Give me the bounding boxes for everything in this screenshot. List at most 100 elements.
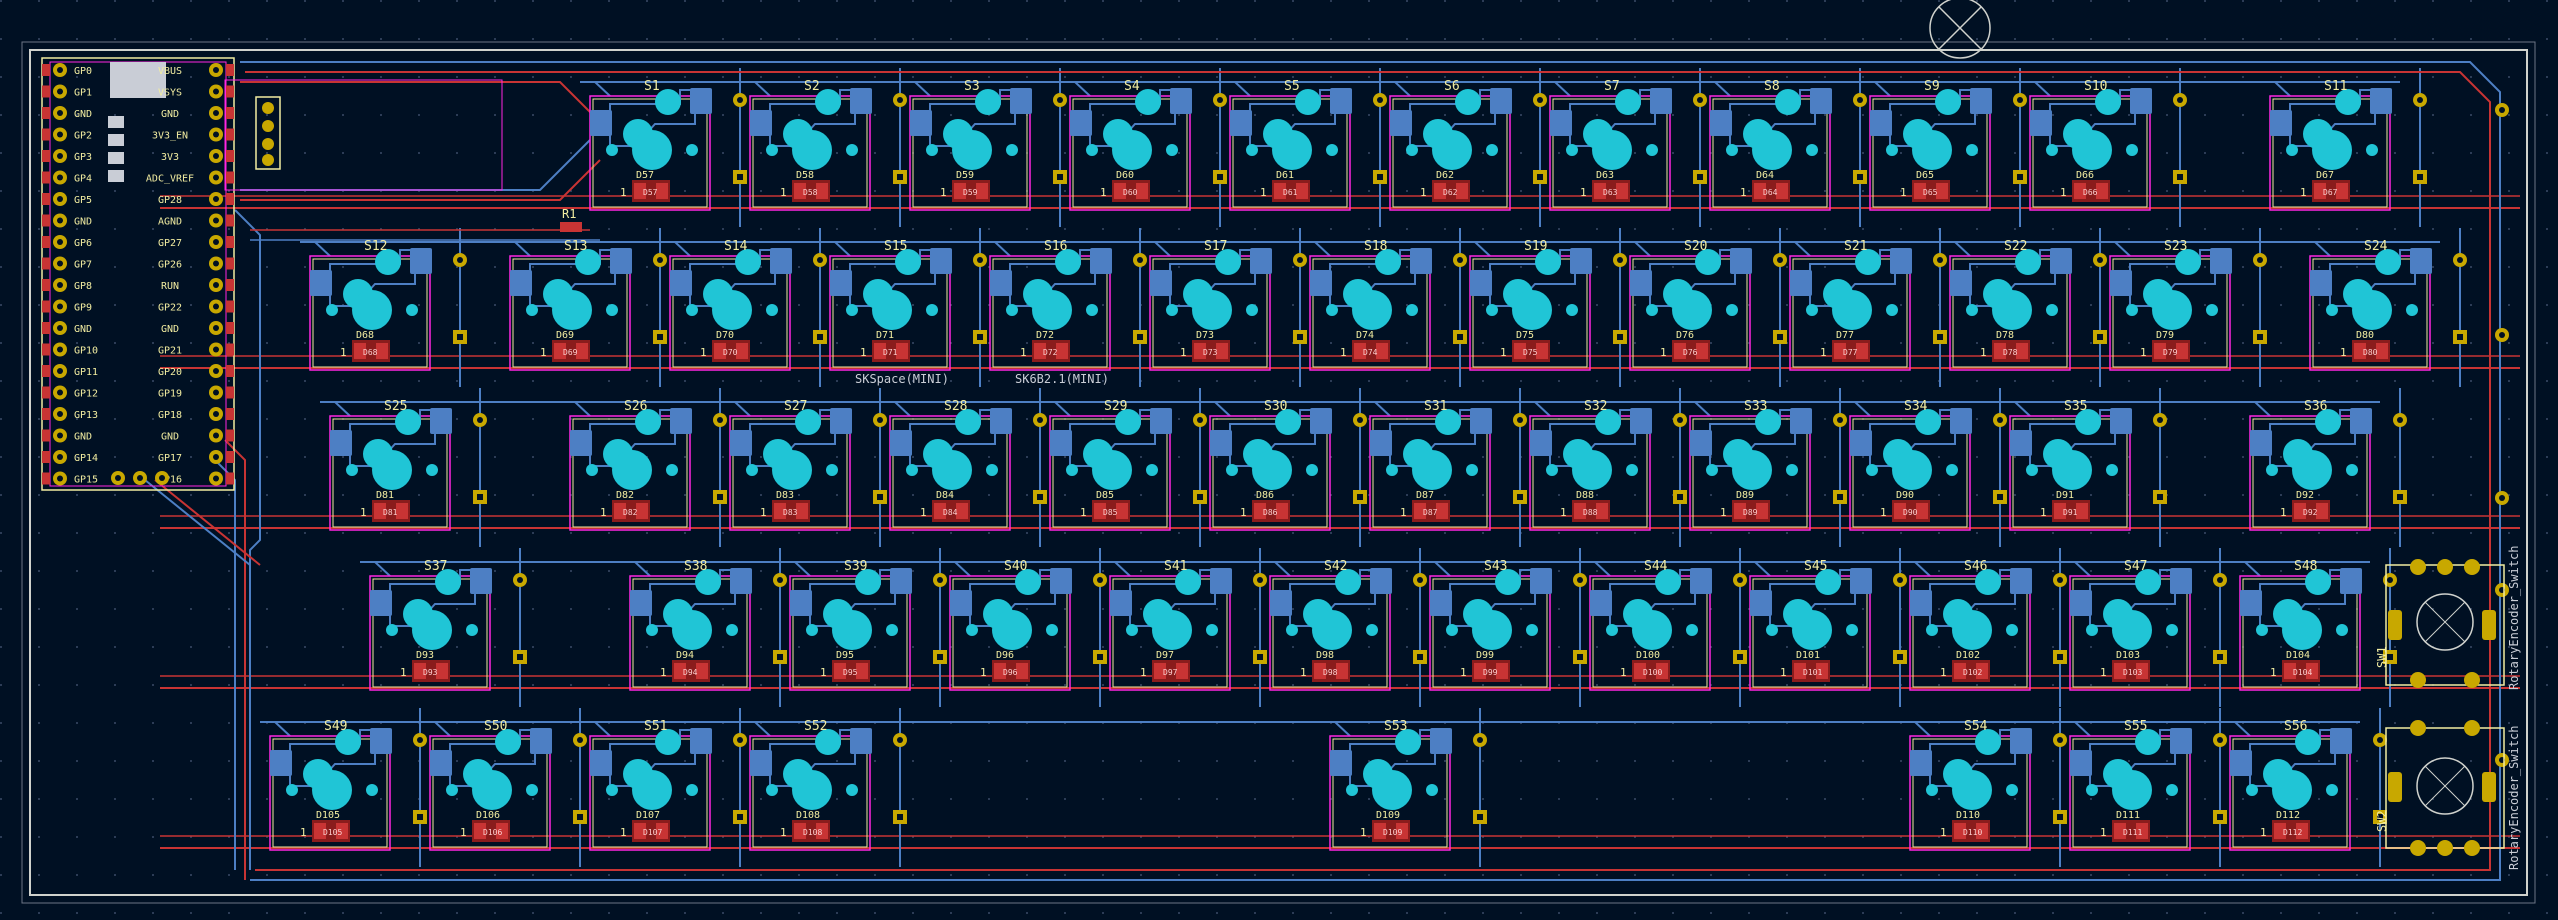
mcu-pin-label: ADC_VREF	[146, 174, 194, 185]
switch-ref: S23	[2164, 239, 2187, 254]
encoder-sw1[interactable]: SW1 RotaryEncoder_Switch	[2375, 546, 2521, 691]
pin-one-mark: 1	[1660, 346, 1667, 359]
diode-ref: D57	[643, 188, 658, 197]
pin-one-mark: 1	[1820, 346, 1827, 359]
diode-silk-ref: D78	[1996, 330, 2014, 341]
diode-ref: D64	[1763, 188, 1778, 197]
diode-silk-ref: D106	[476, 810, 500, 821]
diode-silk-ref: D103	[2116, 650, 2140, 661]
switch-ref: S2	[804, 79, 820, 94]
pin-one-mark: 1	[600, 506, 607, 519]
switch-ref: S39	[844, 559, 867, 574]
footprints-layer: D571S1D57D581S2D58D591S3D59D601S4D60D611…	[269, 79, 2509, 851]
diode-ref: D84	[943, 508, 958, 517]
pin-one-mark: 1	[1020, 346, 1027, 359]
mcu-footprint[interactable]: GP0GP1GNDGP2GP3GP4GP5GNDGP6GP7GP8GP9GNDG…	[41, 57, 235, 491]
pin-one-mark: 1	[2100, 826, 2107, 839]
switch-ref: S1	[644, 79, 660, 94]
diode-silk-ref: D83	[776, 490, 794, 501]
pin-one-mark: 1	[820, 666, 827, 679]
pin-one-mark: 1	[2280, 506, 2287, 519]
diode-ref: D68	[363, 348, 378, 357]
pin-one-mark: 1	[940, 186, 947, 199]
pin-one-mark: 1	[1180, 346, 1187, 359]
mcu-pin-label: VSYS	[158, 88, 182, 99]
diode-ref: D60	[1123, 188, 1138, 197]
switch-ref: S30	[1264, 399, 1287, 414]
diode-silk-ref: D90	[1896, 490, 1914, 501]
diode-silk-ref: D81	[376, 490, 394, 501]
encoder-ref-2: SW2	[2375, 810, 2389, 832]
mcu-pin-label: GND	[161, 109, 179, 120]
encoder-sw2[interactable]: SW2 RotaryEncoder_Switch	[2375, 720, 2521, 870]
origin-marker	[1929, 0, 1991, 59]
mcu-pin-label: GP6	[74, 238, 92, 249]
switch-ref: S45	[1804, 559, 1827, 574]
pin-one-mark: 1	[860, 346, 867, 359]
mcu-pin-label: GP19	[158, 389, 182, 400]
mcu-pin-label: GP14	[74, 453, 98, 464]
header-connector[interactable]	[255, 96, 281, 170]
resistor-r1[interactable]: R1	[560, 207, 582, 232]
mcu-pin-label: GP0	[74, 66, 92, 77]
diode-silk-ref: D101	[1796, 650, 1820, 661]
